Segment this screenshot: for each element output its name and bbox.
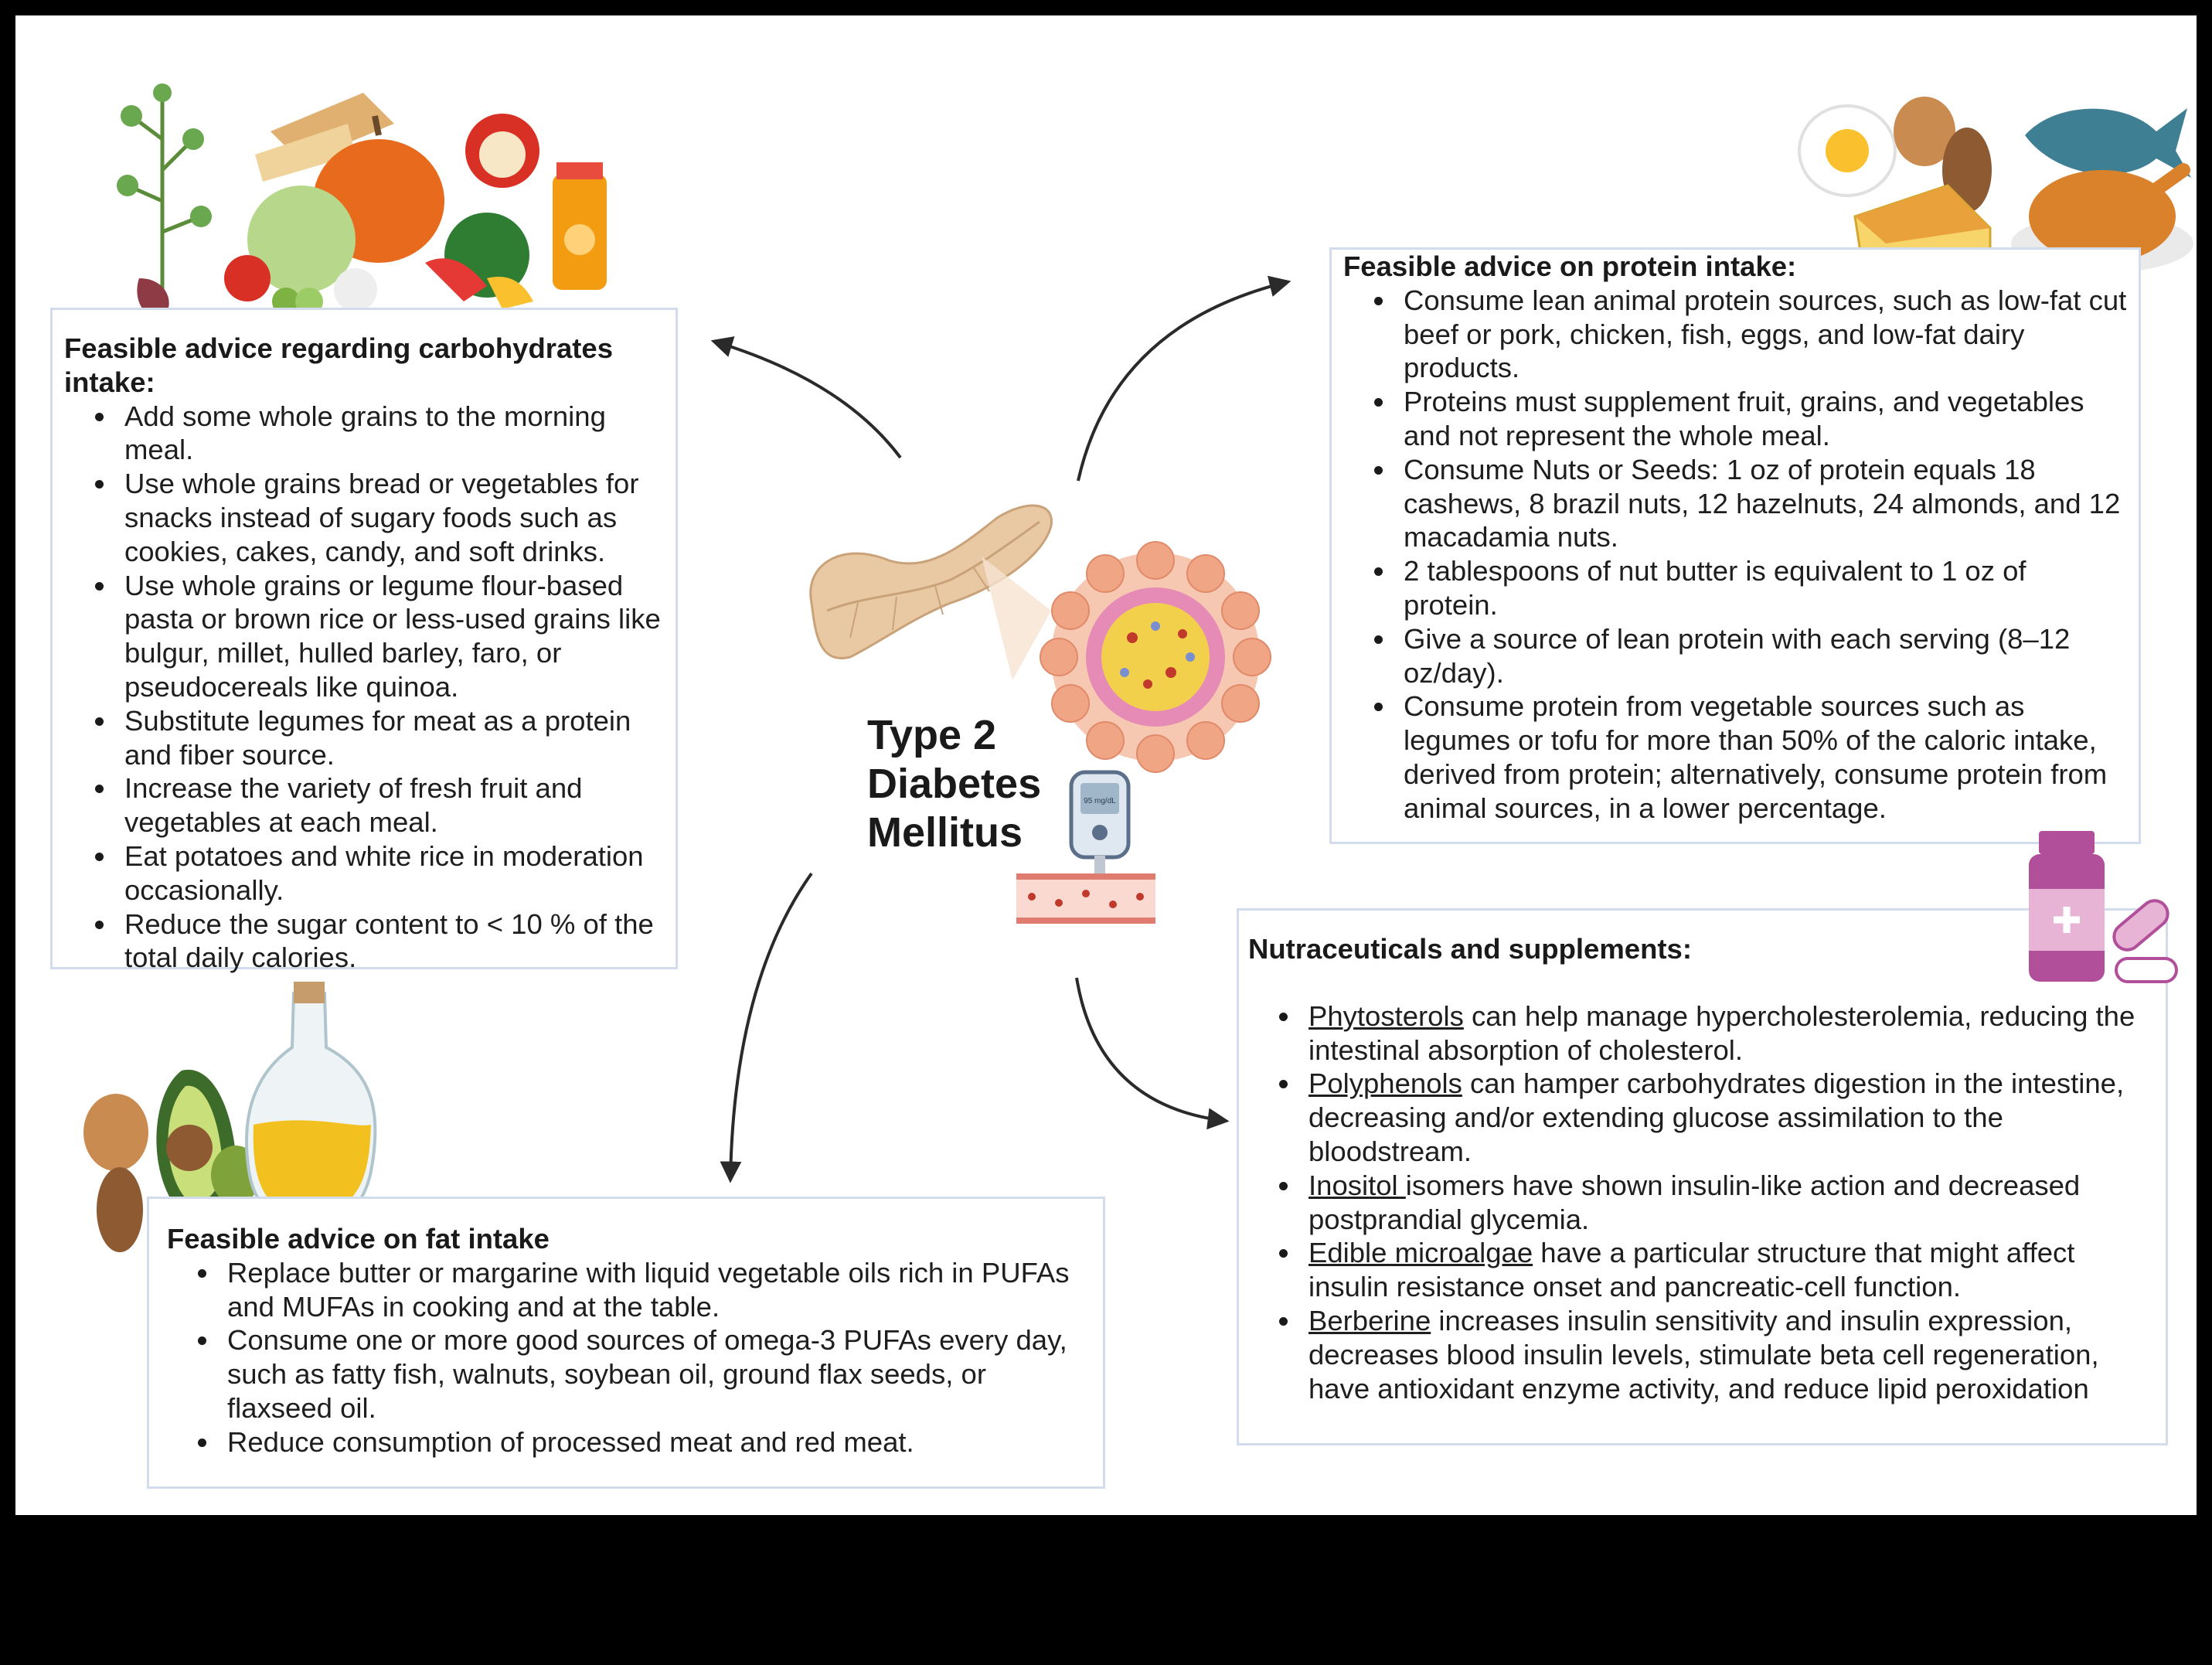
pancreas-icon — [809, 504, 1053, 680]
carbs-advice-item: Add some whole grains to the morning mea… — [95, 400, 668, 468]
supplement-item-phytosterols: Phytosterols can help manage hypercholes… — [1279, 999, 2154, 1067]
supplement-item-microalgae: Edible microalgae have a particular stru… — [1279, 1236, 2154, 1304]
supplements-title: Nutraceuticals and supplements: — [1248, 933, 1693, 965]
carbs-advice-title: Feasible advice regarding carbohydrates … — [64, 332, 614, 398]
center-title-line-3: Mellitus — [867, 809, 1023, 856]
supplement-item-inositol: Inositol isomers have shown insulin-like… — [1279, 1169, 2154, 1237]
center-title: Type 2 Diabetes Mellitus — [867, 711, 1041, 857]
carbs-advice-item: Reduce the sugar content to < 10 % of th… — [95, 907, 668, 976]
blood-vessel-icon — [1016, 873, 1155, 924]
arrow-to-fat — [720, 872, 813, 1183]
supplement-text: isomers have shown insulin-like action a… — [1308, 1169, 2081, 1235]
supplement-term: Phytosterols — [1308, 999, 1464, 1032]
protein-advice-item: Consume lean animal protein sources, suc… — [1374, 284, 2127, 384]
center-title-line-2: Diabetes — [867, 761, 1042, 807]
protein-advice-item: Give a source of lean protein with each … — [1374, 622, 2127, 690]
carbs-advice-box: Feasible advice regarding carbohydrates … — [50, 308, 678, 973]
arrow-to-protein — [1077, 275, 1291, 482]
fat-advice-item: Reduce consumption of processed meat and… — [198, 1425, 1091, 1459]
supplement-term: Edible microalgae — [1308, 1237, 1533, 1269]
carbs-advice-list: Add some whole grains to the morning mea… — [64, 400, 668, 976]
carbs-advice-item: Substitute legumes for meat as a protein… — [95, 704, 668, 772]
supplement-item-polyphenols: Polyphenols can hamper carbohydrates dig… — [1279, 1067, 2154, 1168]
islet-cells-icon — [1040, 541, 1271, 773]
protein-advice-item: Consume Nuts or Seeds: 1 oz of protein e… — [1374, 453, 2127, 554]
fat-advice-title: Feasible advice on fat intake — [167, 1223, 550, 1255]
arrow-to-supplements — [1075, 977, 1230, 1130]
arrows-layer — [710, 275, 1291, 1183]
protein-advice-list: Consume lean animal protein sources, suc… — [1343, 284, 2127, 826]
protein-advice-item: 2 tablespoons of nut butter is equivalen… — [1374, 554, 2127, 622]
supplement-item-berberine: Berberine increases insulin sensitivity … — [1279, 1304, 2154, 1405]
supplement-term: Berberine — [1308, 1304, 1431, 1336]
glucometer-reading: 95 mg/dL — [1084, 797, 1116, 805]
supplements-list: Phytosterols can help manage hypercholes… — [1248, 999, 2154, 1406]
fat-advice-item: Replace butter or margarine with liquid … — [198, 1256, 1091, 1324]
protein-advice-item: Consume protein from vegetable sources s… — [1374, 689, 2127, 825]
center-title-line-1: Type 2 — [867, 712, 997, 758]
protein-advice-box: Feasible advice on protein intake: Consu… — [1329, 247, 2141, 844]
fat-advice-box: Feasible advice on fat intake Replace bu… — [147, 1197, 1105, 1489]
supplements-box: Nutraceuticals and supplements: Phytoste… — [1237, 908, 2168, 1445]
vegetables-icon — [117, 83, 607, 316]
arrow-to-carbs — [710, 336, 902, 459]
supplement-text: increases insulin sensitivity and insuli… — [1308, 1304, 2099, 1405]
diagram-canvas: Type 2 Diabetes Mellitus 95 mg/dL — [15, 15, 2197, 1515]
fat-advice-item: Consume one or more good sources of omeg… — [198, 1323, 1091, 1425]
supplement-text: have a particular structure that might a… — [1308, 1237, 2075, 1303]
carbs-advice-item: Increase the variety of fresh fruit and … — [95, 771, 668, 839]
glucometer-icon: 95 mg/dL — [1069, 770, 1131, 879]
protein-foods-icon — [1798, 97, 2193, 273]
supplement-term: Inositol — [1308, 1169, 1406, 1201]
supplements-icon — [2029, 831, 2178, 983]
carbs-advice-item: Eat potatoes and white rice in moderatio… — [95, 839, 668, 907]
carbs-advice-item: Use whole grains or legume flour-based p… — [95, 569, 668, 704]
protein-advice-title: Feasible advice on protein intake: — [1343, 250, 1797, 282]
fat-advice-list: Replace butter or margarine with liquid … — [167, 1256, 1091, 1459]
supplement-term: Polyphenols — [1308, 1067, 1462, 1100]
supplement-text: can help manage hypercholesterolemia, re… — [1308, 999, 2135, 1066]
carbs-advice-item: Use whole grains bread or vegetables for… — [95, 467, 668, 568]
supplement-text: can hamper carbohydrates digestion in th… — [1308, 1067, 2125, 1167]
fats-icon — [83, 982, 377, 1252]
protein-advice-item: Proteins must supplement fruit, grains, … — [1374, 385, 2127, 453]
